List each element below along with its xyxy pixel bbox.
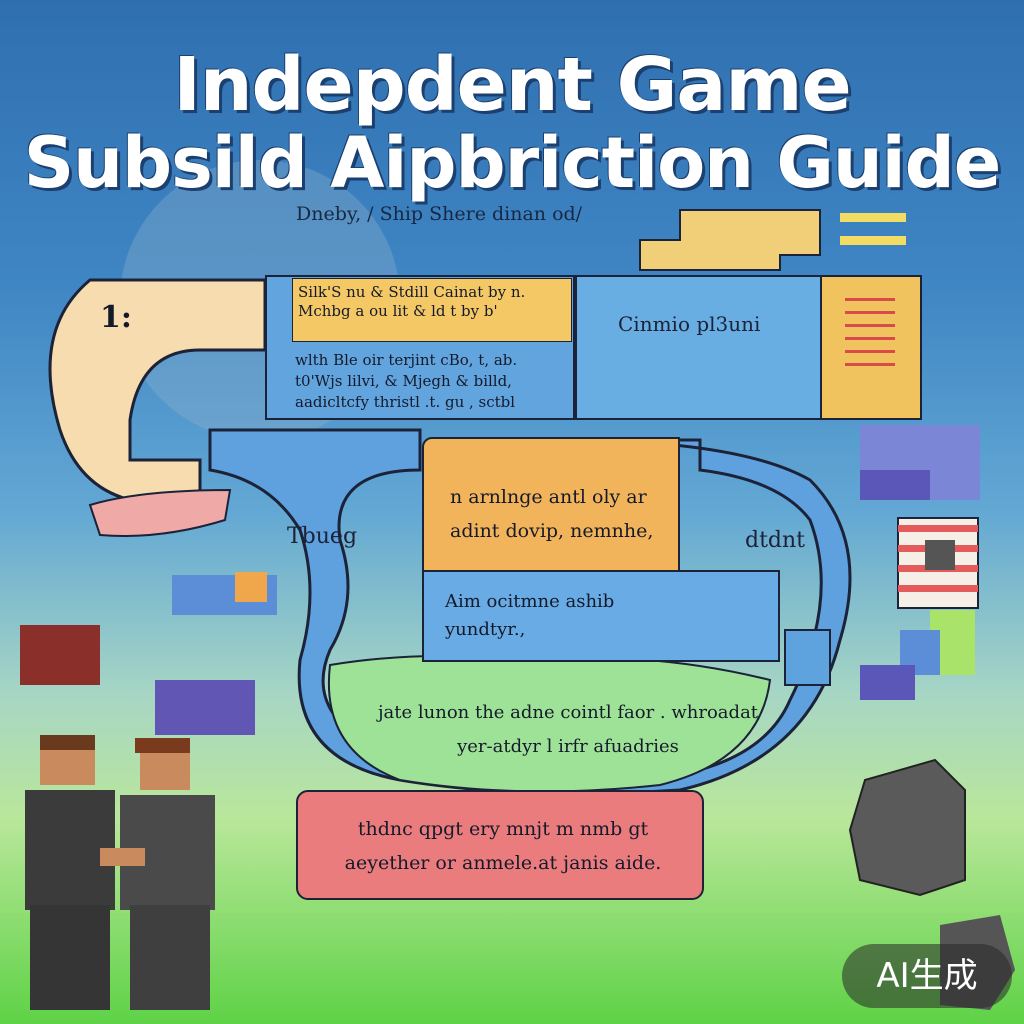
side-label-right: dtdnt [745,528,806,553]
path-pink [88,488,232,537]
path-blue-lower [208,428,852,795]
panel-red [296,790,704,900]
pixel-people-icon [25,735,215,1010]
panel-1-top-text: Silk'S nu & Stdill Cainat by n. Mchbg a … [298,283,526,320]
panel-blue-frame [575,275,823,420]
poster-subtitle: Dneby, / Ship Shere dinan od/ [296,203,583,225]
poster-title-line1: Indepdent Game [173,42,851,128]
panel-orange-mid [422,437,680,572]
pixel-rock-icon [848,758,966,897]
panel-orange-lines [845,298,895,366]
panel-1-bottom-text: wlth Ble oir terjint cBo, t, ab. t0'Wjs … [295,351,518,411]
poster-title-line2: Subsild Aipbriction Guide [23,122,1002,204]
panel-1-top [292,278,572,342]
pixel-block-yellow [639,209,821,271]
panel-blue-mid-text: Aim ocitmne ashib yundtyr., [445,591,615,640]
panel-blue-label: Cinmio pl3uni [618,312,761,336]
panel-green-text: jate lunon the adne cointl faor . whroad… [377,702,759,757]
panel-red-text: thdnc qpgt ery mnjt m nmb gt aeyether or… [344,818,662,874]
side-label-left: Tbueg [287,524,358,549]
ai-generated-badge: AI生成 [842,944,1012,1008]
panel-blue-mid [422,570,780,662]
panel-orange-mid-text: n arnlnge antl oly ar adint dovip, nemnh… [450,486,654,542]
step-number: 1: [100,300,132,335]
